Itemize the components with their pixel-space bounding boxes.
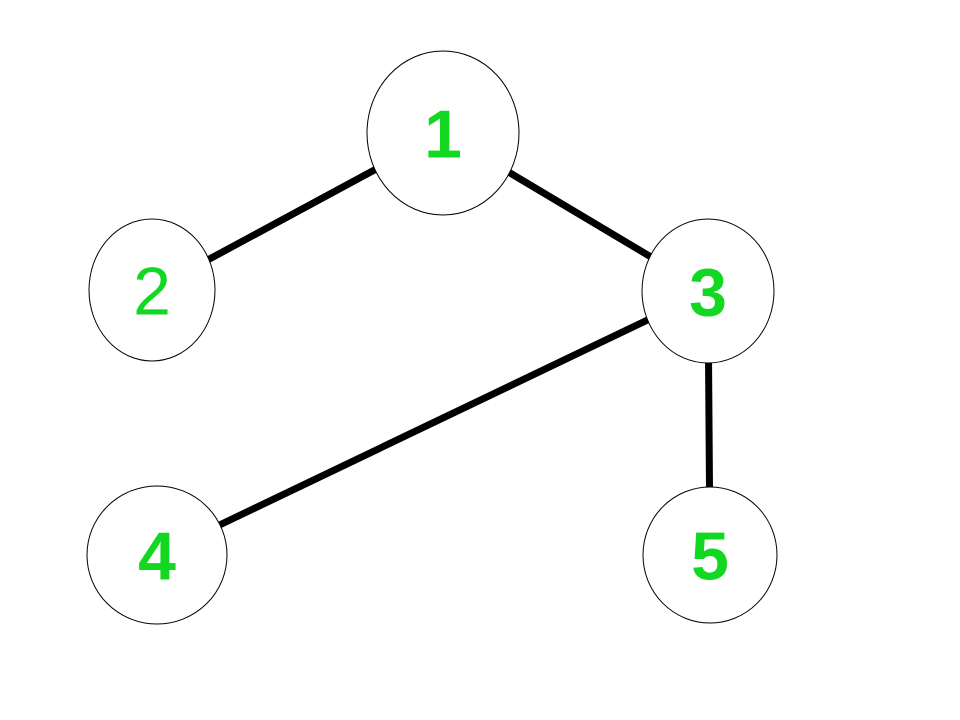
node-5-label: 5 — [691, 518, 729, 594]
node-4-circle — [86, 485, 228, 625]
node-2: 2 — [88, 218, 216, 362]
node-3: 3 — [641, 218, 775, 364]
node-1: 1 — [366, 50, 520, 216]
edge-3-4 — [155, 287, 710, 559]
node-4-label: 4 — [138, 518, 176, 594]
node-1-label: 1 — [424, 96, 462, 172]
node-5: 5 — [642, 486, 778, 624]
node-1-circle — [366, 50, 520, 216]
node-5-circle — [642, 486, 778, 624]
node-3-label: 3 — [689, 254, 727, 330]
node-3-circle — [641, 218, 775, 364]
node-2-circle — [88, 218, 216, 362]
node-4: 4 — [86, 485, 228, 625]
node-layer: 1 2 3 4 5 — [86, 50, 778, 625]
node-2-label: 2 — [133, 253, 171, 329]
